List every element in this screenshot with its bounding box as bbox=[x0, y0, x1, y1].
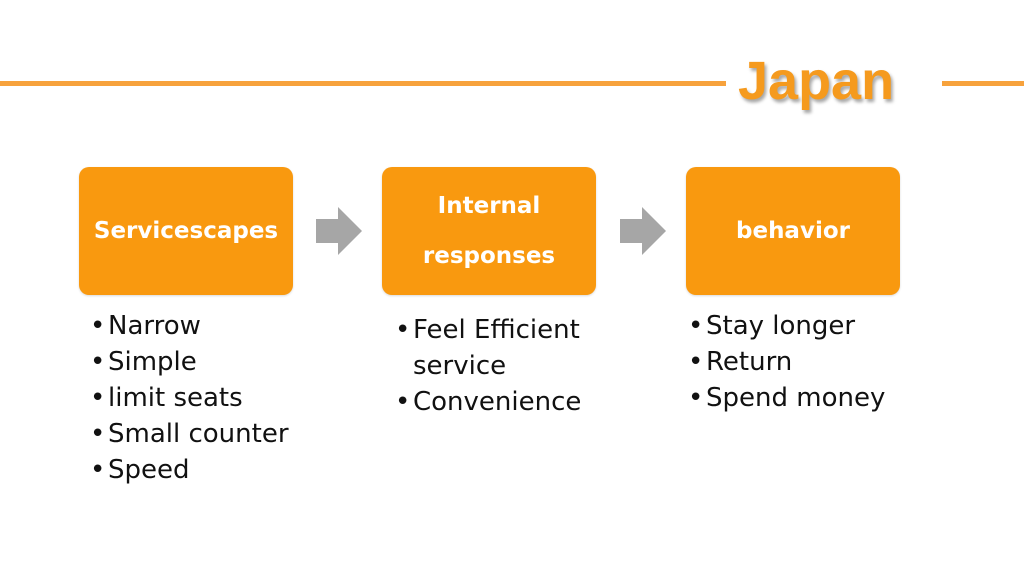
list-item-text: Return bbox=[706, 347, 793, 377]
servicescapes-list: •Narrow •Simple •limit seats •Small coun… bbox=[90, 308, 289, 488]
list-item-text: Small counter bbox=[108, 419, 289, 449]
list-item: •Convenience bbox=[395, 384, 613, 420]
bullet: • bbox=[90, 419, 106, 449]
list-item: •Return bbox=[688, 344, 885, 380]
box-behavior-label: behavior bbox=[736, 218, 850, 244]
bullet: • bbox=[395, 387, 411, 417]
box-servicescapes: Servicescapes bbox=[79, 167, 293, 295]
bullet: • bbox=[395, 315, 411, 345]
bullet: • bbox=[90, 455, 106, 485]
list-item-text: Simple bbox=[108, 347, 197, 377]
list-item: •Small counter bbox=[90, 416, 289, 452]
slide-title: Japan bbox=[738, 51, 895, 111]
list-item-text: limit seats bbox=[108, 383, 243, 413]
list-item: •Narrow bbox=[90, 308, 289, 344]
right-arrow-icon bbox=[316, 207, 362, 255]
list-item: •Spend money bbox=[688, 380, 885, 416]
header-rule-right bbox=[942, 81, 1024, 86]
right-arrow-icon bbox=[620, 207, 666, 255]
list-item-text: Stay longer bbox=[706, 311, 856, 341]
list-item-text: Speed bbox=[108, 455, 190, 485]
list-item-text: Narrow bbox=[108, 311, 201, 341]
list-item: •Feel Efficient service bbox=[395, 312, 613, 384]
list-item: •Stay longer bbox=[688, 308, 885, 344]
box-internal-responses-label: Internal responses bbox=[417, 181, 561, 281]
bullet: • bbox=[90, 347, 106, 377]
box-internal-responses-line-2: responses bbox=[422, 243, 556, 269]
box-internal-responses: Internal responses bbox=[382, 167, 596, 295]
behavior-list: •Stay longer •Return •Spend money bbox=[688, 308, 885, 416]
list-item-text: Feel Efficient service bbox=[413, 315, 580, 381]
bullet: • bbox=[688, 347, 704, 377]
header-rule-left bbox=[0, 81, 726, 86]
bullet: • bbox=[688, 383, 704, 413]
bullet: • bbox=[688, 311, 704, 341]
list-item: •limit seats bbox=[90, 380, 289, 416]
list-item: •Simple bbox=[90, 344, 289, 380]
box-internal-responses-line-1: Internal bbox=[437, 193, 541, 219]
bullet: • bbox=[90, 383, 106, 413]
list-item: •Speed bbox=[90, 452, 289, 488]
list-item-text: Convenience bbox=[413, 387, 582, 417]
list-item-text: Spend money bbox=[706, 383, 886, 413]
box-behavior: behavior bbox=[686, 167, 900, 295]
box-servicescapes-label: Servicescapes bbox=[93, 218, 279, 244]
internal-responses-list: •Feel Efficient service •Convenience bbox=[395, 312, 613, 420]
bullet: • bbox=[90, 311, 106, 341]
